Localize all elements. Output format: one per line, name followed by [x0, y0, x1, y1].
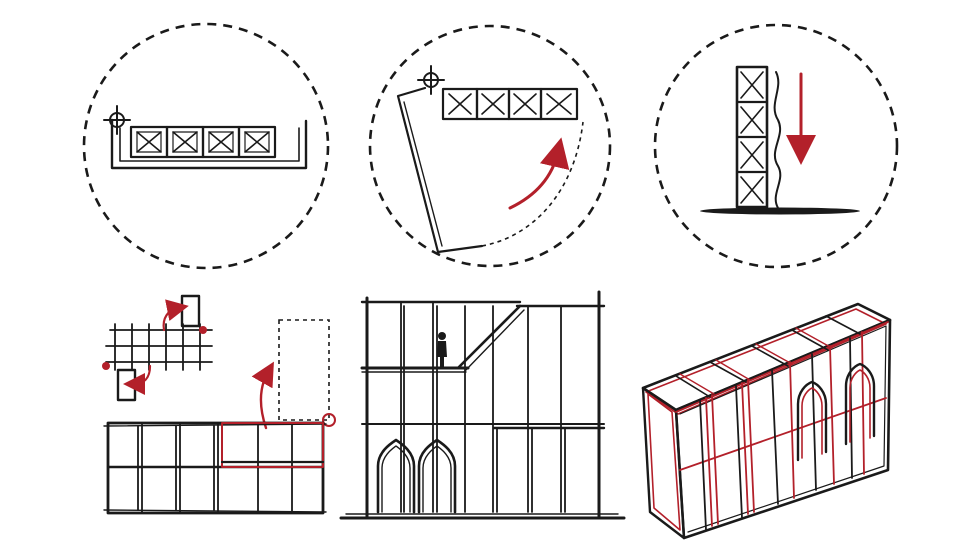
- module-stack: [735, 65, 769, 209]
- dashed-circle-2: [368, 24, 612, 268]
- arch-window: [376, 438, 416, 514]
- person-figure: [437, 332, 447, 368]
- base-channel: [110, 118, 308, 170]
- curved-arrow-icon: [251, 361, 274, 430]
- concept-circle-3: [653, 23, 899, 269]
- concept-circle-1: [82, 22, 330, 270]
- wavy-line: [773, 71, 782, 209]
- concept-circle-2: [368, 24, 612, 268]
- dashed-circle-3: [653, 23, 899, 269]
- axonometric-sketch: [641, 302, 892, 540]
- arch-window: [796, 380, 828, 462]
- crosshair-icon: [417, 65, 445, 95]
- arch-window: [417, 438, 457, 514]
- swing-path: [481, 121, 584, 247]
- ground-line: [700, 207, 860, 215]
- module-row: [441, 87, 579, 121]
- arch-window: [844, 362, 876, 446]
- plan-sketch: [102, 294, 336, 515]
- rotated-block-outline: [278, 319, 330, 421]
- dashed-circle-1: [82, 22, 330, 270]
- crosshair-icon: [103, 105, 131, 135]
- curved-arrow-icon: [508, 137, 570, 210]
- swing-arm: [396, 86, 484, 254]
- module-row: [129, 125, 277, 159]
- elevation-sketch: [339, 290, 626, 520]
